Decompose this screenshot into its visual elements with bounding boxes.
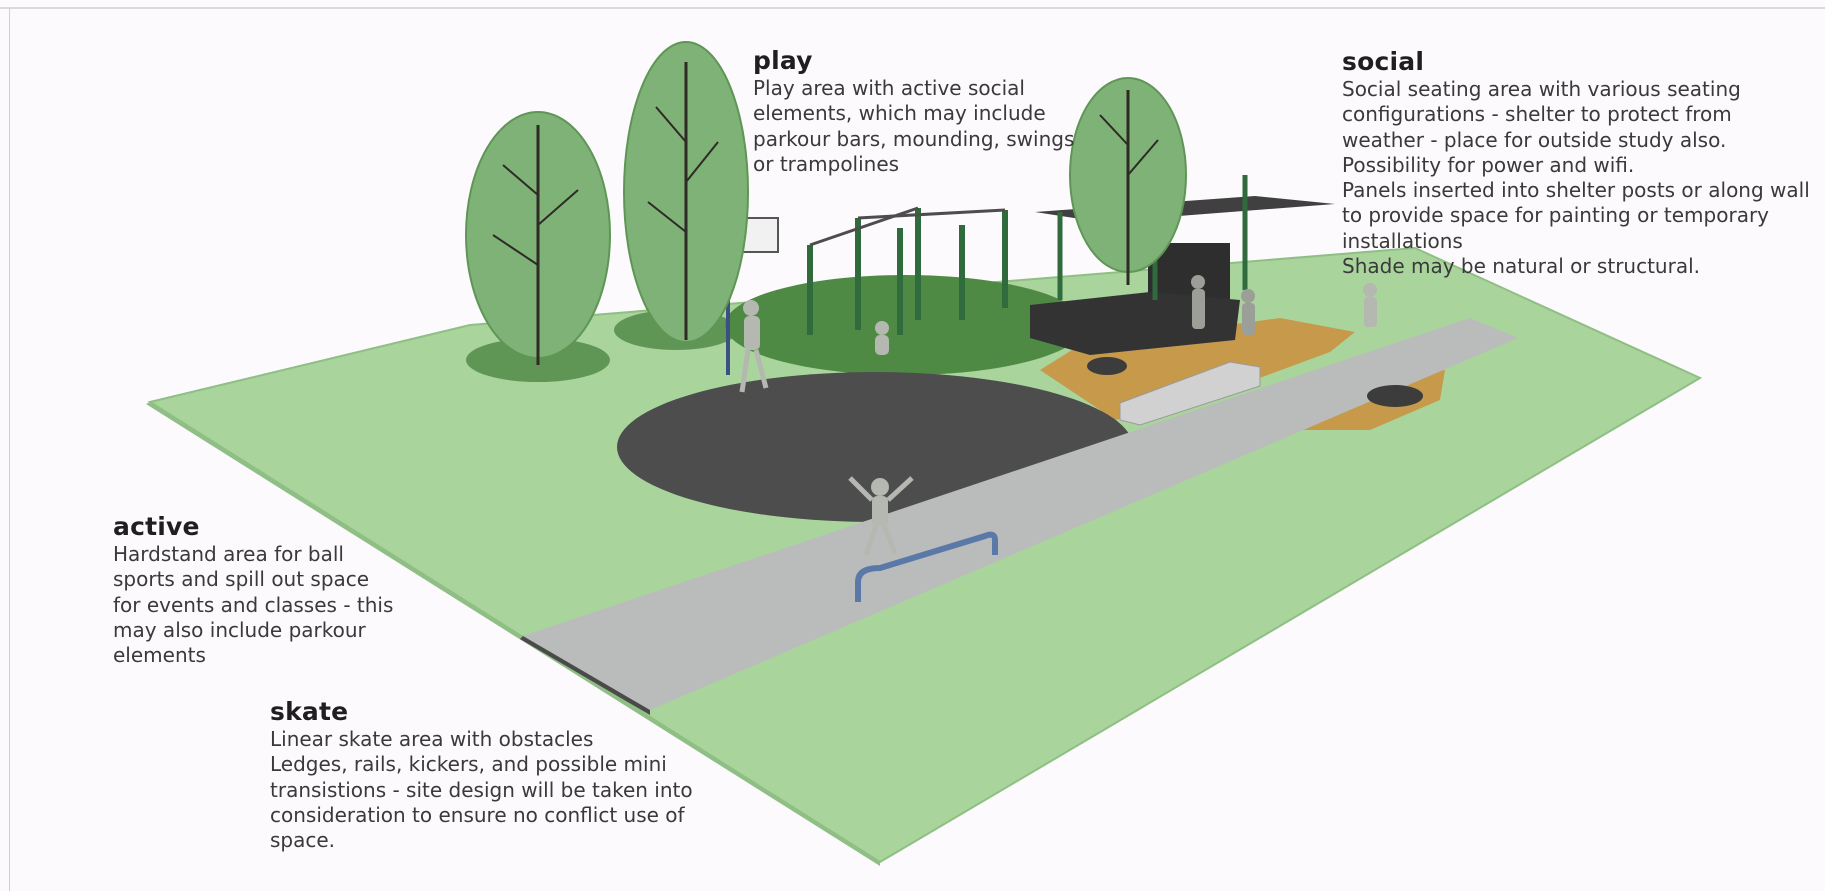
figure-player [739, 300, 769, 393]
stool [1367, 385, 1423, 407]
stool [1087, 357, 1127, 375]
figure-skater [848, 476, 914, 556]
active-title: active [113, 512, 200, 541]
figure-sitting [875, 321, 889, 355]
active-text-line: Hardstand area for ball [113, 542, 344, 566]
social-annotation: social Social seating area with various … [1342, 48, 1810, 279]
skate-text-line: transistions - site design will be taken… [270, 777, 693, 802]
shelter-seat [1030, 292, 1240, 355]
play-text-line: Play area with active social [753, 76, 1025, 100]
skate-annotation: skate Linear skate area with obstacles L… [270, 698, 693, 853]
social-text-line: Social seating area with various seating [1342, 77, 1741, 101]
social-text-line: Shade may be natural or structural. [1342, 254, 1700, 279]
skate-text-line: Ledges, rails, kickers, and possible min… [270, 752, 667, 777]
active-text-line: may also include parkour [113, 617, 366, 642]
social-text-line: weather - place for outside study also. [1342, 127, 1727, 152]
parkour-bars [807, 206, 1008, 335]
skate-text-line: space. [270, 828, 336, 853]
play-text-line: parkour bars, mounding, swings [753, 126, 1075, 151]
active-text-line: elements [113, 643, 206, 668]
skate-text-line: Linear skate area with obstacles [270, 727, 594, 751]
social-text-line: installations [1342, 228, 1463, 253]
social-text-line: Possibility for power and wifi. [1342, 152, 1635, 177]
play-mound [725, 275, 1085, 375]
tree [623, 41, 749, 343]
play-title: play [753, 46, 813, 75]
active-annotation: active Hardstand area for ball sports an… [113, 513, 393, 668]
skate-text-line: consideration to ensure no conflict use … [270, 802, 685, 827]
play-text-line: elements, which may include [753, 101, 1046, 126]
skate-title: skate [270, 697, 349, 726]
active-text-line: sports and spill out space [113, 567, 370, 592]
social-title: social [1342, 47, 1425, 76]
tree [1069, 77, 1187, 285]
social-text-line: Panels inserted into shelter posts or al… [1342, 178, 1810, 203]
figure-shelter [1191, 275, 1255, 335]
lawn-edge [146, 402, 880, 866]
social-text-line: to provide space for painting or tempora… [1342, 203, 1770, 228]
top-border-line [0, 7, 1825, 9]
social-text-line: configurations - shelter to protect from [1342, 102, 1732, 127]
skate-path-edge [520, 636, 650, 715]
concrete-ledge [1119, 361, 1261, 426]
figure-standing [1363, 283, 1377, 327]
active-text-line: for events and classes - this [113, 592, 394, 617]
skate-path [523, 318, 1518, 710]
skate-rail [855, 531, 998, 602]
left-border-line [9, 8, 10, 891]
play-annotation: play Play area with active social elemen… [753, 47, 1074, 177]
tree [465, 111, 611, 365]
play-text-line: or trampolines [753, 151, 900, 176]
